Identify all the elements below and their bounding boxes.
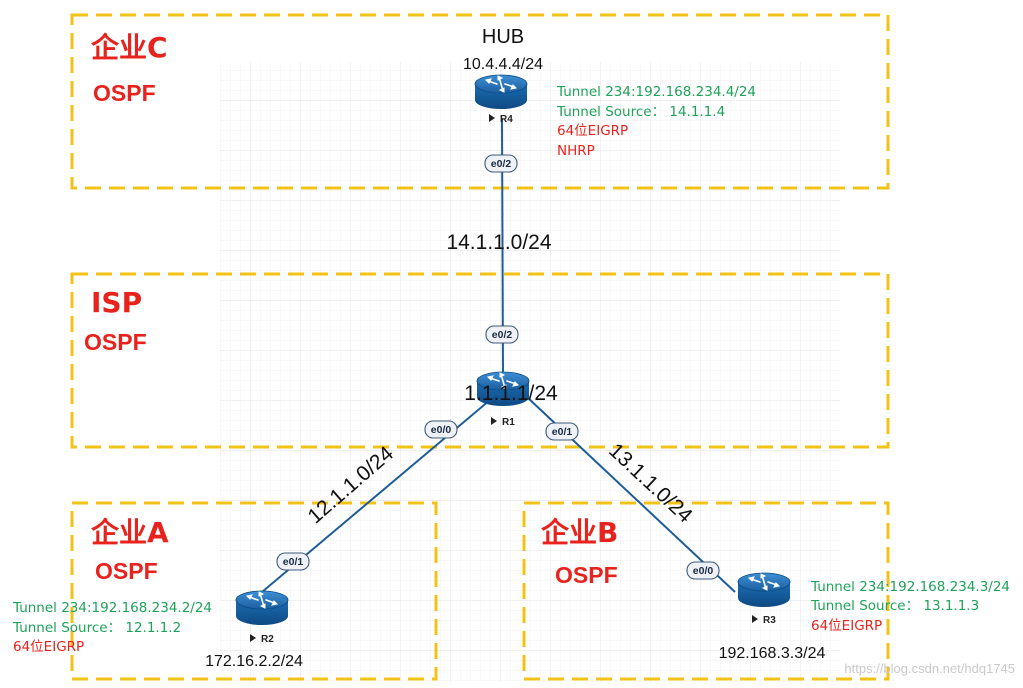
r4-tunnel: Tunnel 234:192.168.234.4/24 xyxy=(556,84,756,100)
r3-tunnel-source: Tunnel Source： 13.1.1.3 xyxy=(810,598,979,614)
r3-loopback: 192.168.3.3/24 xyxy=(719,645,826,662)
r2-tunnel: Tunnel 234:192.168.234.2/24 xyxy=(12,600,212,616)
r3-tunnel: Tunnel 234:192.168.234.3/24 xyxy=(810,579,1010,595)
router-r3[interactable]: R3 xyxy=(737,572,791,626)
router-label: R1 xyxy=(502,417,515,428)
router-r2[interactable]: R2 xyxy=(235,590,289,645)
r4-eigrp: 64位EIGRP xyxy=(557,123,628,139)
router-r4[interactable]: R4 xyxy=(474,74,528,125)
r2-loopback: 172.16.2.2/24 xyxy=(205,653,303,670)
zone-box-isp xyxy=(70,272,890,449)
port-badge-r1-e0-0[interactable]: e0/0 xyxy=(424,420,458,439)
port-label: e0/2 xyxy=(492,329,513,341)
zone-protocol-c: OSPF xyxy=(93,80,156,106)
port-badge-r1-e0-1[interactable]: e0/1 xyxy=(545,422,579,441)
port-badge-r4-e0-2[interactable]: e0/2 xyxy=(484,154,518,173)
watermark: https://blog.csdn.net/hdq1745 xyxy=(844,661,1015,676)
zone-protocol-isp: OSPF xyxy=(84,329,147,355)
zone-title-c: 企业C xyxy=(91,31,168,64)
port-badge-r1-e0-2[interactable]: e0/2 xyxy=(485,325,519,344)
router-label: R2 xyxy=(261,634,274,645)
zone-title-a: 企业A xyxy=(91,516,169,549)
router-r1[interactable]: R1 xyxy=(476,371,530,428)
router-label: R3 xyxy=(763,615,776,626)
r4-nhrp: NHRP xyxy=(557,143,595,159)
zone-box-c xyxy=(70,13,890,190)
canvas-grid xyxy=(220,62,840,682)
r2-eigrp: 64位EIGRP xyxy=(13,639,84,655)
port-badge-r3-e0-0[interactable]: e0/0 xyxy=(686,561,720,580)
port-badge-r2-e0-1[interactable]: e0/1 xyxy=(276,552,310,571)
r1-loopback: 1.1.1.1/24 xyxy=(464,382,558,405)
zone-box-a xyxy=(70,501,438,681)
r2-tunnel-source: Tunnel Source： 12.1.1.2 xyxy=(12,620,181,636)
router-label: R4 xyxy=(500,114,513,125)
zone-box-b xyxy=(522,501,890,681)
port-label: e0/0 xyxy=(431,424,452,436)
port-label: e0/1 xyxy=(283,556,304,568)
zone-protocol-b: OSPF xyxy=(555,562,618,588)
subnet-r4-r1: 14.1.1.0/24 xyxy=(446,231,551,254)
hub-label: HUB xyxy=(482,26,524,48)
port-label: e0/0 xyxy=(693,565,714,577)
r3-eigrp: 64位EIGRP xyxy=(811,618,882,634)
r4-tunnel-source: Tunnel Source： 14.1.1.4 xyxy=(556,104,725,120)
zone-title-b: 企业B xyxy=(541,516,618,549)
port-label: e0/1 xyxy=(552,426,573,438)
port-label: e0/2 xyxy=(491,158,512,170)
zone-protocol-a: OSPF xyxy=(95,558,158,584)
zone-title-isp: ISP xyxy=(91,286,142,319)
r4-loopback: 10.4.4.4/24 xyxy=(463,56,543,73)
